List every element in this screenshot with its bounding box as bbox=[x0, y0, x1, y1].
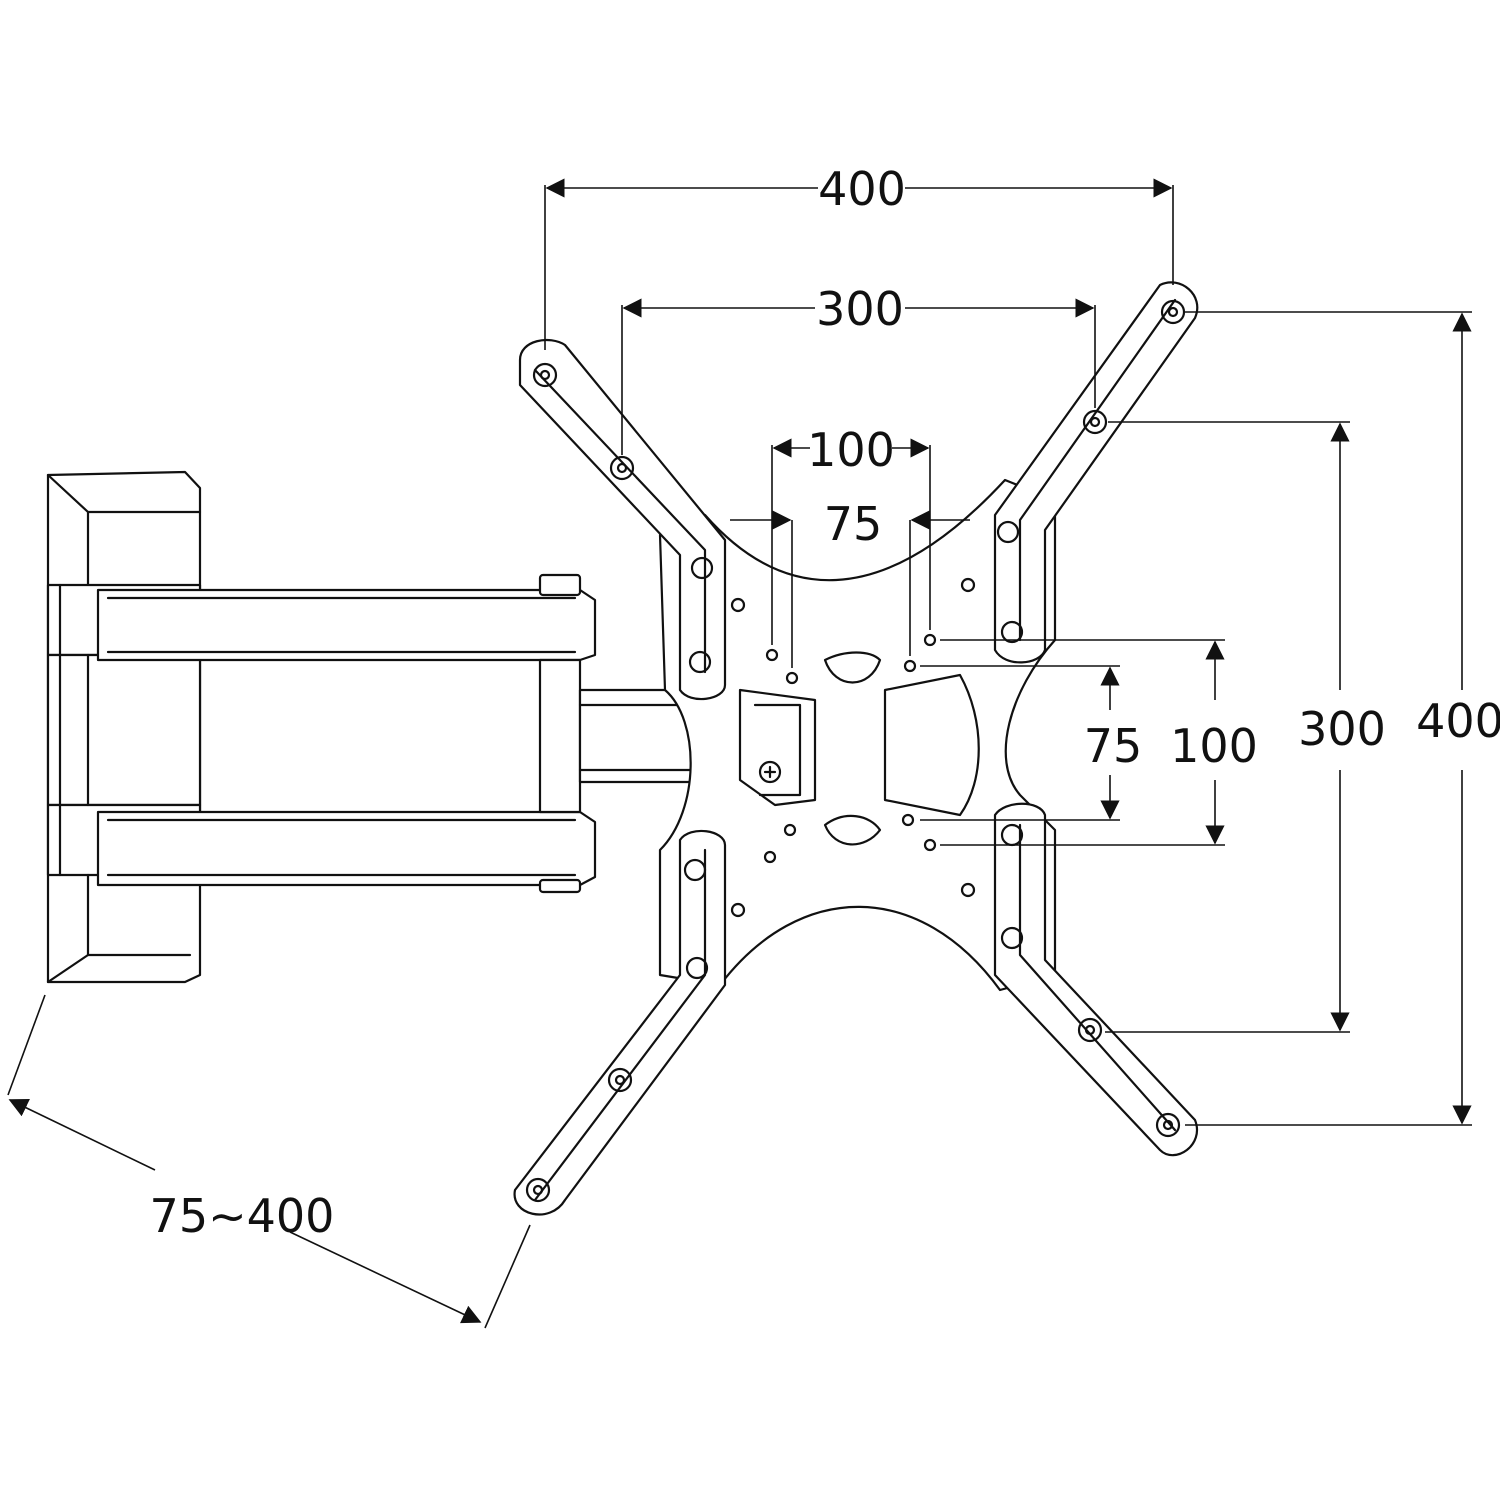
vesa-bracket-arms bbox=[513, 281, 1199, 1216]
dim-label-v-100: 100 bbox=[1170, 719, 1258, 773]
dim-label-h-400: 400 bbox=[818, 162, 906, 216]
dimension-lines bbox=[7, 178, 1472, 1329]
wall-plate bbox=[46, 470, 202, 984]
dim-label-h-300: 300 bbox=[816, 282, 904, 336]
dim-label-h-100: 100 bbox=[807, 423, 895, 477]
dim-label-h-75: 75 bbox=[824, 497, 883, 551]
dim-label-v-300: 300 bbox=[1298, 702, 1386, 756]
articulating-arms bbox=[96, 573, 702, 894]
dim-label-extension: 75~400 bbox=[150, 1189, 335, 1243]
mounting-plate bbox=[658, 478, 1057, 992]
dim-label-v-75: 75 bbox=[1084, 719, 1143, 773]
dim-label-v-400: 400 bbox=[1416, 694, 1500, 748]
